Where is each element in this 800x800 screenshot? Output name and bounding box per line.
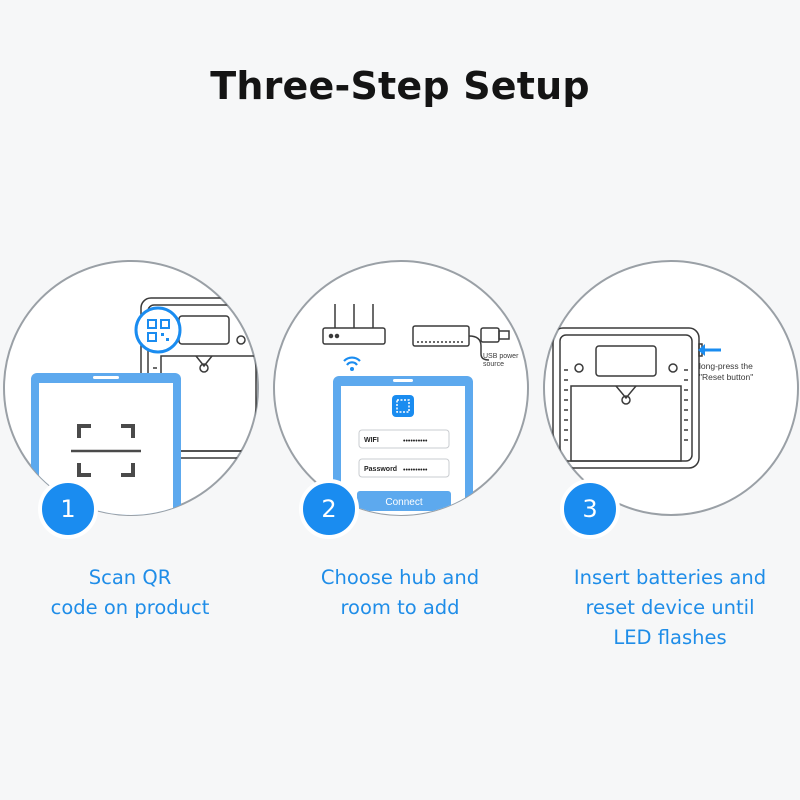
caption-line: Scan QR xyxy=(88,566,172,589)
step-2-caption: Choose hub and room to add xyxy=(265,563,535,623)
step-number-badge: 3 xyxy=(560,479,620,539)
step-3-caption: Insert batteries and reset device until … xyxy=(535,563,800,653)
reset-label: long-press the xyxy=(699,361,753,371)
usb-label: USB power xyxy=(483,353,519,360)
usb-label: source xyxy=(483,361,504,368)
device-back-icon xyxy=(552,327,703,469)
qr-code-icon xyxy=(134,306,182,354)
hub-icon xyxy=(412,325,490,361)
usb-plug-icon xyxy=(480,327,510,343)
step-1-illustration: 1 xyxy=(1,258,261,539)
caption-line: Choose hub and xyxy=(320,566,480,589)
step-3-circle xyxy=(543,260,799,516)
step-3-svg: long-press the "Reset button" xyxy=(543,260,799,516)
step-1-svg xyxy=(3,260,259,516)
password-field[interactable] xyxy=(358,458,450,478)
step-1: 1 Scan QR code on product xyxy=(0,258,265,658)
reset-label: "Reset button" xyxy=(699,372,753,382)
wifi-icon xyxy=(343,356,361,371)
step-3-illustration: long-press the "Reset button" 3 xyxy=(541,258,800,539)
caption-line: code on product xyxy=(50,596,210,619)
router-icon xyxy=(322,304,386,345)
wifi-field[interactable] xyxy=(358,429,450,449)
step-1-caption: Scan QR code on product xyxy=(0,563,265,623)
caption-line: reset device until xyxy=(585,596,755,619)
password-label: Password xyxy=(364,466,397,473)
step-3: long-press the "Reset button" 3 Insert b… xyxy=(535,258,800,658)
password-value: •••••••••• xyxy=(403,467,428,474)
caption-line: LED flashes xyxy=(613,626,727,649)
arrow-left-icon xyxy=(698,344,721,356)
app-logo-icon xyxy=(392,395,414,417)
scan-frame-icon xyxy=(71,424,141,477)
wifi-label: WIFI xyxy=(364,437,379,444)
step-2-svg: USB power source WIFI •••••••••• xyxy=(273,260,529,516)
caption-line: Insert batteries and xyxy=(573,566,767,589)
step-2-illustration: USB power source WIFI •••••••••• xyxy=(271,258,531,539)
step-number-badge: 2 xyxy=(299,479,359,539)
connect-button[interactable] xyxy=(357,491,451,511)
page-title: Three-Step Setup xyxy=(210,64,590,108)
wifi-value: •••••••••• xyxy=(403,438,428,445)
connect-button-label: Connect xyxy=(385,497,422,508)
caption-line: room to add xyxy=(340,596,460,619)
step-number-badge: 1 xyxy=(38,479,98,539)
step-2: USB power source WIFI •••••••••• xyxy=(265,258,535,658)
